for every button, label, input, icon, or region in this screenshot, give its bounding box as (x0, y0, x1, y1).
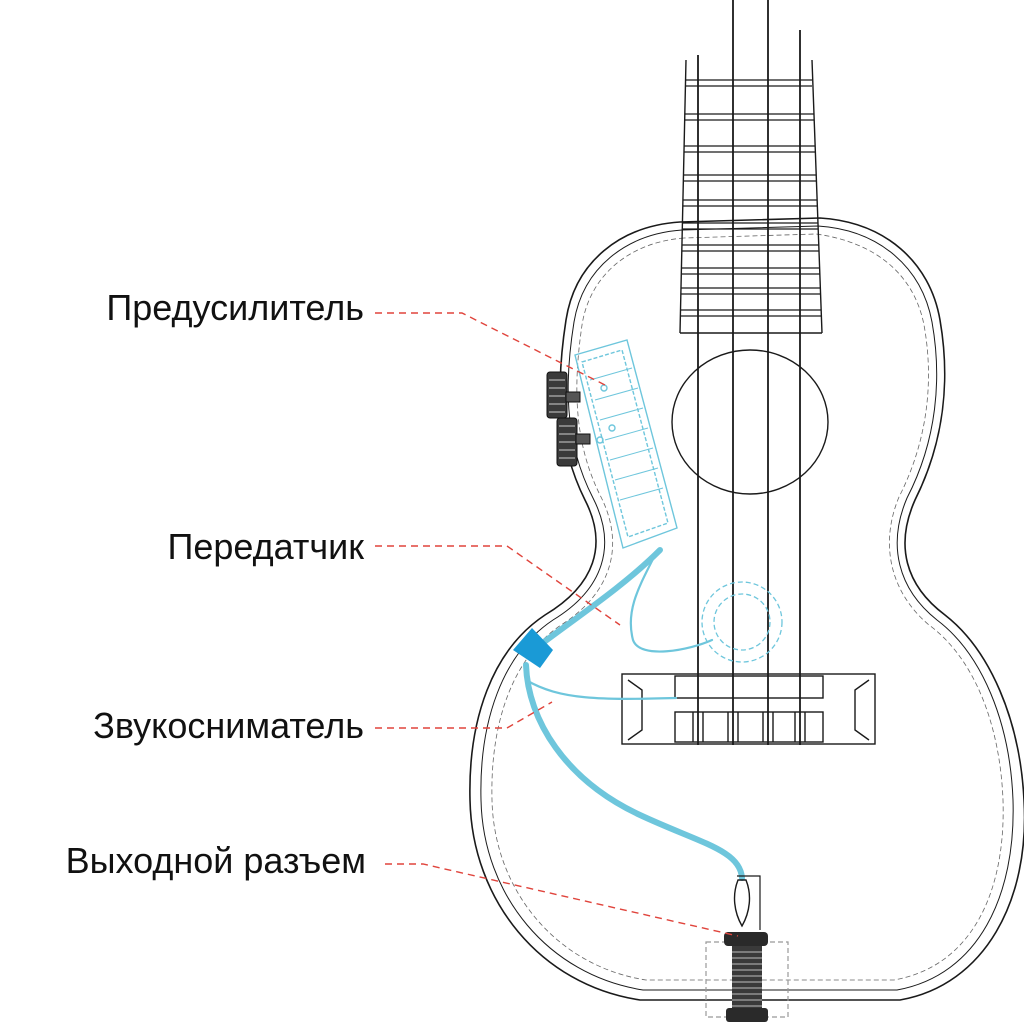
jack-solder-lug (733, 879, 751, 928)
transmitter-wire (629, 553, 714, 653)
transmitter-coil-outer (701, 581, 783, 663)
preamp-knob-grip (549, 379, 575, 459)
preamp-component-c (596, 436, 604, 444)
bridge-base (621, 673, 876, 745)
pickup-wire (524, 678, 678, 700)
transmitter-block (513, 628, 553, 668)
preamp-label: Предусилитель (106, 287, 364, 328)
jack-barrel (732, 946, 762, 1012)
cables (523, 547, 745, 881)
preamp-body-inner (581, 349, 669, 538)
fret-wires (681, 79, 821, 317)
preamp-detail-lines (589, 367, 664, 501)
jack-threads (732, 951, 762, 1007)
leader-lines (375, 312, 739, 937)
transmitter-label: Передатчик (167, 526, 365, 567)
jack-wire-tip (737, 875, 761, 930)
bridge-string-ties (692, 712, 806, 742)
preamp-knob-shaft (565, 391, 581, 403)
preamp-knob-shaft-2 (575, 433, 591, 445)
output-jack-label: Выходной разъем (65, 840, 366, 881)
preamp-body-outline (574, 339, 678, 549)
transmitter-coil (701, 581, 783, 663)
body-inner-outline (480, 225, 1014, 991)
sound-hole (671, 349, 829, 495)
preamp-knob-upper (546, 371, 568, 419)
bridge-wings (627, 679, 870, 741)
fretboard (679, 59, 823, 334)
leader-line-pickup (375, 701, 553, 729)
strings (697, 0, 801, 745)
bridge-saddle (674, 675, 824, 699)
jack-bottom-nut (726, 1008, 768, 1022)
leader-line-transmitter (375, 545, 621, 626)
body-binding-dashed (491, 233, 1004, 981)
preamp-unit (574, 339, 678, 549)
preamp-component-a (600, 384, 608, 392)
leader-line-output-jack (385, 863, 739, 937)
output-jack-assembly (705, 875, 789, 1022)
bridge (621, 673, 876, 745)
preamp-knobs (546, 371, 591, 467)
pickup-label: Звукосниматель (93, 705, 364, 746)
preamp-component-b (608, 424, 616, 432)
bridge-tie-block (674, 711, 824, 743)
jack-nut (724, 932, 768, 946)
main-cable-to-preamp (537, 547, 663, 648)
main-cable-to-jack (523, 662, 745, 881)
leader-line-preamp (375, 312, 606, 386)
transmitter-coil-inner (713, 593, 771, 651)
